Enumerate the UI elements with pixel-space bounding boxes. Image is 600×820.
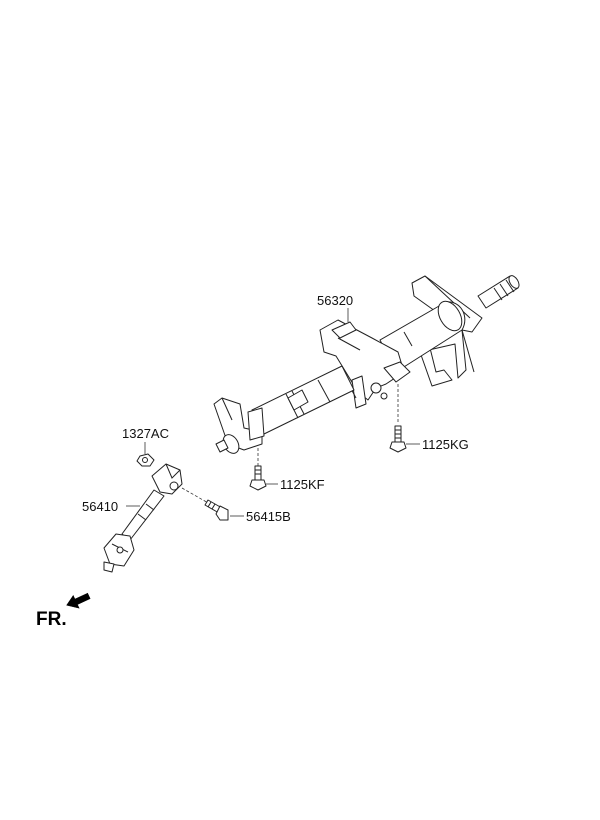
- steering-column-assembly: [213, 275, 520, 454]
- leader-lines: [126, 308, 420, 517]
- column-tube-lower: [251, 365, 355, 435]
- intermediate-shaft: [103, 463, 183, 573]
- label-56320: 56320: [317, 293, 353, 308]
- label-56410: 56410: [82, 499, 118, 514]
- column-tube-upper: [379, 300, 466, 373]
- front-label: FR.: [36, 609, 67, 630]
- front-arrow-icon: [66, 592, 91, 609]
- shaft-bolt-56415b: [181, 487, 229, 521]
- label-1125kf: 1125KF: [280, 477, 325, 492]
- bolt-1125kf: [249, 448, 267, 491]
- nut-1327ac: [136, 453, 155, 467]
- label-56415b: 56415B: [246, 509, 291, 524]
- upper-splined-shaft: [477, 275, 520, 309]
- lower-mounting-bracket: [213, 397, 265, 454]
- bolt-1125kg: [389, 384, 407, 453]
- front-orientation-indicator: FR.: [36, 592, 91, 630]
- mid-mounting-bracket: [319, 319, 411, 409]
- label-1327ac: 1327AC: [122, 426, 169, 441]
- label-1125kg: 1125KG: [422, 437, 469, 452]
